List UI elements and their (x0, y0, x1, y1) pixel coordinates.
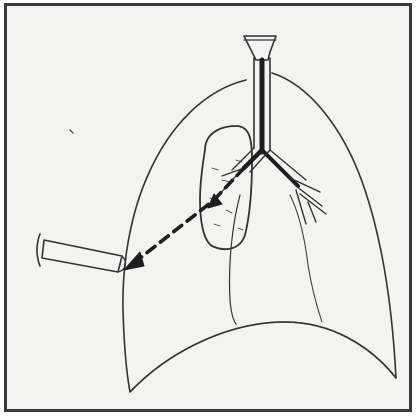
needle-body (42, 240, 122, 272)
trajectory-arrow-head (124, 252, 144, 270)
heart-outline (229, 195, 240, 324)
speck-mark (70, 130, 73, 133)
needle-flange (37, 234, 40, 266)
left-bronchus-branches (270, 150, 326, 224)
lung-outline (123, 73, 396, 392)
heart-outline-right (290, 195, 322, 322)
diaphragm (130, 322, 396, 392)
trajectory-arrow-shaft (130, 168, 244, 266)
carina (244, 150, 262, 168)
